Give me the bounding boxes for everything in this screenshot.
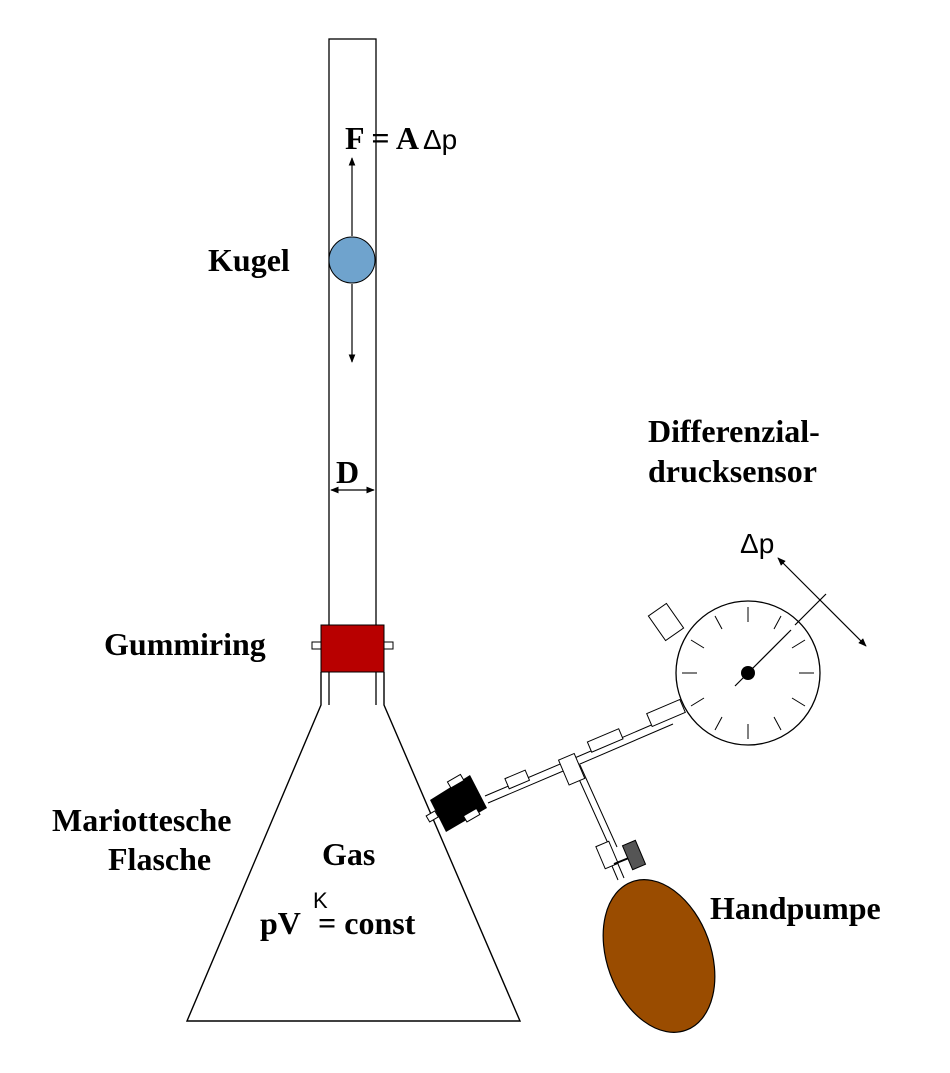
valve-stem [611,865,619,881]
valve-coupling [595,840,619,870]
valve-stem-2 [617,863,625,879]
diameter-label: D [336,454,360,490]
coupling-2 [586,728,624,753]
gas-label: Gas [322,836,376,872]
sensor-label-line2: drucksensor [648,453,817,489]
coupling-3 [646,698,686,728]
rubber-ring [320,624,385,673]
pump-bulb [602,879,716,1033]
pv-label: pV [260,905,301,941]
force-delta-p: Δp [422,124,458,155]
flask-label-line1: Mariottesche [52,802,232,838]
glass-tube [328,38,377,706]
pump-label: Handpumpe [710,890,881,926]
ball-label: Kugel [208,242,290,278]
dp-arrow-tick [794,593,827,626]
t-junction [557,752,586,786]
stopper [425,773,487,832]
coupling-1 [504,769,531,790]
sensor-dp-label: Δp [740,528,775,559]
gauge-tab [647,602,685,642]
dp-arrow [777,557,867,647]
const-label: = const [318,905,416,941]
flask-label-line2: Flasche [108,841,212,877]
rubber-ring-label: Gummiring [104,626,266,662]
ball [328,236,376,284]
flask [185,672,522,1022]
gauge-pivot [741,666,755,680]
force-text: F = A [345,120,419,156]
sensor-label-line1: Differenzial- [648,413,820,449]
valve-knob-icon [621,839,647,871]
kappa-exponent: K [313,888,328,913]
